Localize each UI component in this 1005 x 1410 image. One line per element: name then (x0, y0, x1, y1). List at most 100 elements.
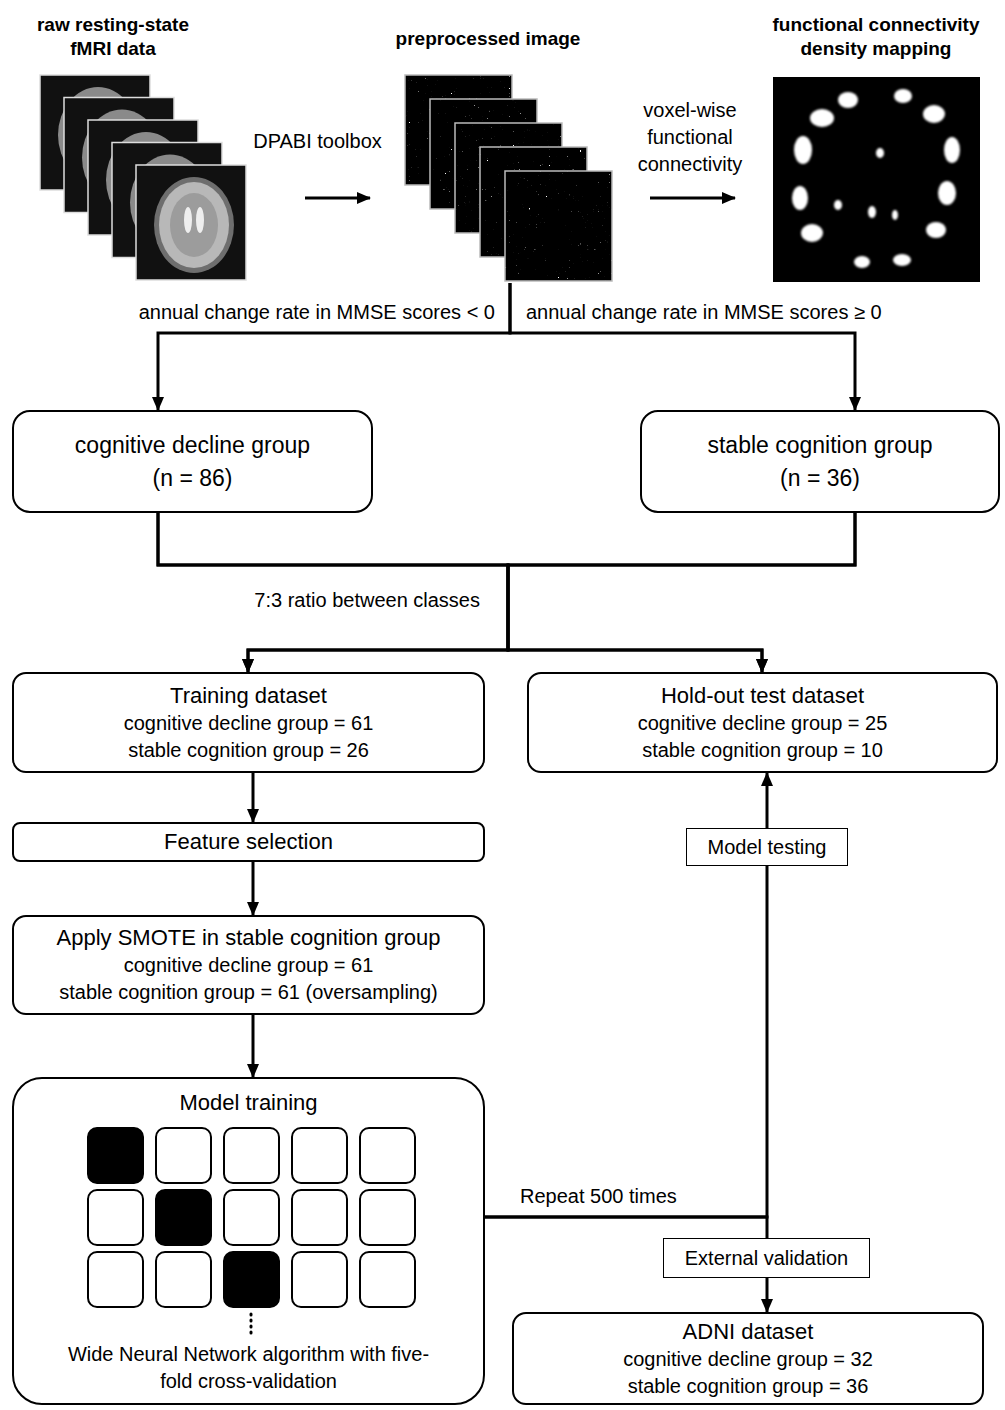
node-title: functional connectivity density mapping (756, 13, 996, 61)
fcd-blob (838, 92, 858, 108)
edge-label: 7:3 ratio between classes (170, 587, 482, 614)
connector-arrow (158, 513, 508, 672)
node-title: Apply SMOTE in stable cognition group (57, 924, 441, 952)
node-title: raw resting-state fMRI data (23, 13, 203, 61)
fcd-map (773, 77, 980, 282)
node-title: Feature selection (164, 828, 333, 856)
fcd-blob (923, 105, 945, 123)
image-panel: functional connectivity density mapping (735, 5, 997, 283)
cv-fold (292, 1252, 347, 1307)
group-box: cognitive decline group(n = 86) (12, 410, 373, 513)
connector-arrow (252, 1015, 255, 1077)
connector-arrow (766, 1278, 769, 1312)
cv-fold (156, 1252, 211, 1307)
fcd-blobs (792, 89, 960, 268)
node-text: stable cognition group = 26 (128, 737, 369, 764)
training-box: Model trainingWide Neural Network algori… (12, 1077, 485, 1405)
image-panel: preprocessed image (370, 5, 650, 283)
node-title: Hold-out test dataset (661, 682, 864, 710)
continuation-dots (250, 1314, 253, 1336)
ventricle (196, 207, 204, 233)
cv-fold (292, 1190, 347, 1245)
fcd-blob (893, 254, 911, 266)
fcd-blob (876, 148, 884, 158)
ventricle (184, 207, 192, 233)
step-label-box: Model testing (686, 828, 848, 866)
cv-fold (88, 1252, 143, 1307)
cv-fold (224, 1128, 279, 1183)
process-box: Feature selection (12, 822, 485, 862)
fcd-blob (868, 206, 876, 218)
fcd-blob (794, 136, 812, 164)
fcd-blob (792, 186, 808, 210)
node-title: stable cognition group (707, 429, 932, 462)
edge-label: Repeat 500 times (518, 1183, 738, 1210)
edge-label: voxel-wise functional connectivity (620, 97, 760, 178)
cv-fold (224, 1252, 279, 1307)
cv-fold (360, 1252, 415, 1307)
edge-label: annual change rate in MMSE scores < 0 (60, 299, 497, 326)
cv-fold (360, 1128, 415, 1183)
cv-fold (88, 1128, 143, 1183)
connector-arrow (305, 197, 370, 200)
node-text: stable cognition group = 10 (642, 737, 883, 764)
connector-arrow (766, 773, 769, 828)
preprocessed-stack (405, 75, 612, 281)
dataset-box: Hold-out test datasetcognitive decline g… (527, 672, 998, 773)
node-text: (n = 86) (153, 462, 233, 495)
cv-fold (360, 1190, 415, 1245)
brain-tissue (159, 182, 229, 268)
node-text: (n = 36) (780, 462, 860, 495)
connector-arrow (252, 773, 255, 822)
node-text: cognitive decline group = 32 (623, 1346, 873, 1373)
connector-arrow (508, 513, 855, 672)
fcd-blob (892, 210, 898, 220)
node-text: Wide Neural Network algorithm with five-… (54, 1341, 444, 1395)
dataset-box: ADNI datasetcognitive decline group = 32… (512, 1312, 984, 1405)
node-text: stable cognition group = 61 (oversamplin… (59, 979, 438, 1006)
cv-fold (156, 1190, 211, 1245)
cv-fold (224, 1190, 279, 1245)
fcd-blob (801, 224, 823, 242)
node-text: cognitive decline group = 61 (124, 710, 374, 737)
node-title: Model testing (708, 834, 827, 860)
fcd-background (773, 77, 980, 282)
node-text: cognitive decline group = 61 (124, 952, 374, 979)
cv-fold (292, 1128, 347, 1183)
brain-tissue (170, 193, 218, 257)
dataset-box: Training datasetcognitive decline group … (12, 672, 485, 773)
cv-fold (88, 1190, 143, 1245)
connector-arrow (650, 197, 735, 200)
connector-arrow (485, 1217, 767, 1238)
brain-outline (154, 177, 234, 273)
edge-label: annual change rate in MMSE scores ≥ 0 (524, 299, 994, 326)
node-text: stable cognition group = 36 (628, 1373, 869, 1400)
process-box: Apply SMOTE in stable cognition groupcog… (12, 915, 485, 1015)
group-box: stable cognition group(n = 36) (640, 410, 1000, 513)
mri-slice (136, 165, 246, 280)
connector-arrow (485, 866, 767, 1217)
node-title: Training dataset (170, 682, 327, 710)
fcd-blob (938, 181, 956, 205)
raw-mri-stack (40, 75, 246, 280)
cv-grid (88, 1128, 415, 1307)
node-title: cognitive decline group (75, 429, 310, 462)
noise-slice (505, 171, 612, 281)
node-title: ADNI dataset (683, 1318, 814, 1346)
node-title: preprocessed image (378, 27, 598, 51)
fcd-blob (926, 222, 946, 238)
connector-arrow (252, 862, 255, 915)
connector-arrow (158, 513, 762, 672)
edge-label: DPABI toolbox (250, 128, 385, 155)
slice-border (505, 171, 612, 281)
fcd-blob (944, 137, 960, 163)
fcd-blob (810, 109, 834, 127)
node-title: Model training (179, 1089, 317, 1117)
fcd-blob (834, 200, 842, 210)
step-label-box: External validation (663, 1238, 870, 1278)
fcd-blob (894, 89, 912, 103)
node-text: cognitive decline group = 25 (638, 710, 888, 737)
cv-fold (156, 1128, 211, 1183)
